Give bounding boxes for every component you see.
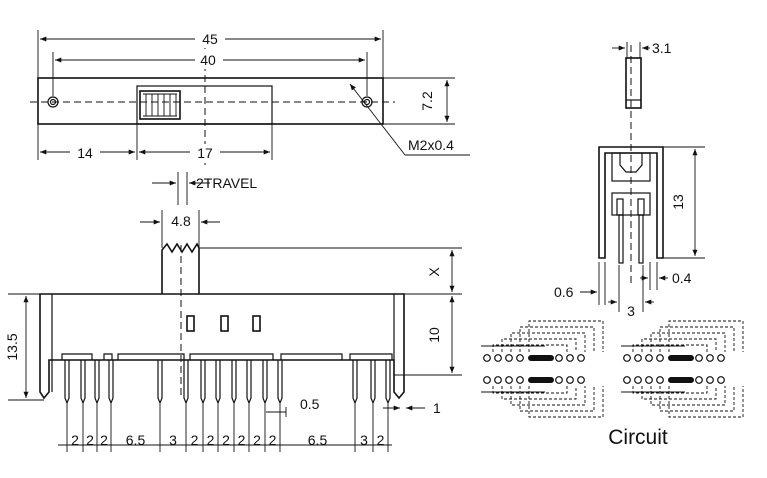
dim-housing-height: 10 <box>426 327 442 343</box>
pin <box>64 360 70 452</box>
dim-travel: 2TRAVEL <box>196 175 257 191</box>
pin-pitch-label: 3 <box>360 432 368 448</box>
pin <box>183 360 189 452</box>
pin-pitch-label: 6.5 <box>308 432 328 448</box>
dim-knob-height: X <box>426 267 442 277</box>
dim-overall-length: 45 <box>202 31 218 47</box>
pin-pitch-label: 6.5 <box>126 432 146 448</box>
pin <box>352 360 358 452</box>
dim-total-height: 13.5 <box>4 333 20 360</box>
dim-end-height: 13 <box>670 194 686 210</box>
mount-hole-left <box>47 96 59 108</box>
dim-knob-width: 4.8 <box>171 213 191 229</box>
circuit-group <box>481 320 604 418</box>
pin <box>231 360 237 452</box>
pin-pitch-label: 2 <box>238 432 246 448</box>
pin <box>94 360 100 452</box>
dim-end-pin-width: 0.6 <box>554 284 574 300</box>
top-view: 45 40 7.2 14 17 M2x0.4 <box>30 30 470 165</box>
pin <box>262 360 268 452</box>
top-view-body <box>37 77 384 125</box>
pin <box>370 360 376 452</box>
side-knob <box>161 242 200 294</box>
dim-mount-spacing: 40 <box>200 52 216 68</box>
pin <box>385 360 391 452</box>
pin <box>200 360 206 452</box>
pin <box>157 360 163 452</box>
pin-pitch-label: 2 <box>253 432 261 448</box>
pin-pitch-label: 2 <box>71 432 79 448</box>
circuit-label: Circuit <box>608 426 668 449</box>
pin <box>108 360 114 452</box>
dim-top-height: 7.2 <box>419 91 435 111</box>
pin <box>246 360 252 452</box>
dim-end-knob: 3.1 <box>652 40 672 56</box>
pin-pitch-label: 2 <box>207 432 215 448</box>
pin <box>80 360 86 452</box>
end-housing <box>598 146 664 259</box>
dim-pos-a: 14 <box>77 145 93 161</box>
pin <box>215 360 221 452</box>
dim-pos-b: 17 <box>197 145 213 161</box>
side-housing <box>39 293 405 400</box>
screw-spec: M2x0.4 <box>408 137 454 153</box>
pin-pitch-label: 2 <box>222 432 230 448</box>
pin-pitch-label: 2 <box>191 432 199 448</box>
pin-pitch-label: 3 <box>169 432 177 448</box>
pins <box>64 360 391 452</box>
side-view: 2TRAVEL 4.8 X 10 13.5 <box>4 172 462 452</box>
pin-pitch-label: 2 <box>377 432 385 448</box>
pin-pitch-label: 2 <box>100 432 108 448</box>
dim-pin-thickness: 0.4 <box>672 270 692 286</box>
dim-pin-width: 0.5 <box>300 396 320 412</box>
end-view: 3.1 13 0.6 3 0.4 <box>554 40 705 319</box>
top-view-knob <box>139 90 181 120</box>
pin-pitch-label: 2 <box>269 432 277 448</box>
dim-row-spacing: 3 <box>627 303 635 319</box>
circuit-diagram <box>481 320 744 418</box>
end-knob <box>625 57 642 109</box>
circuit-group <box>621 320 744 418</box>
pin-pitch-label: 2 <box>86 432 94 448</box>
mount-hole-right <box>361 96 373 108</box>
dim-edge-gap: 1 <box>433 400 441 416</box>
pin <box>277 360 283 452</box>
